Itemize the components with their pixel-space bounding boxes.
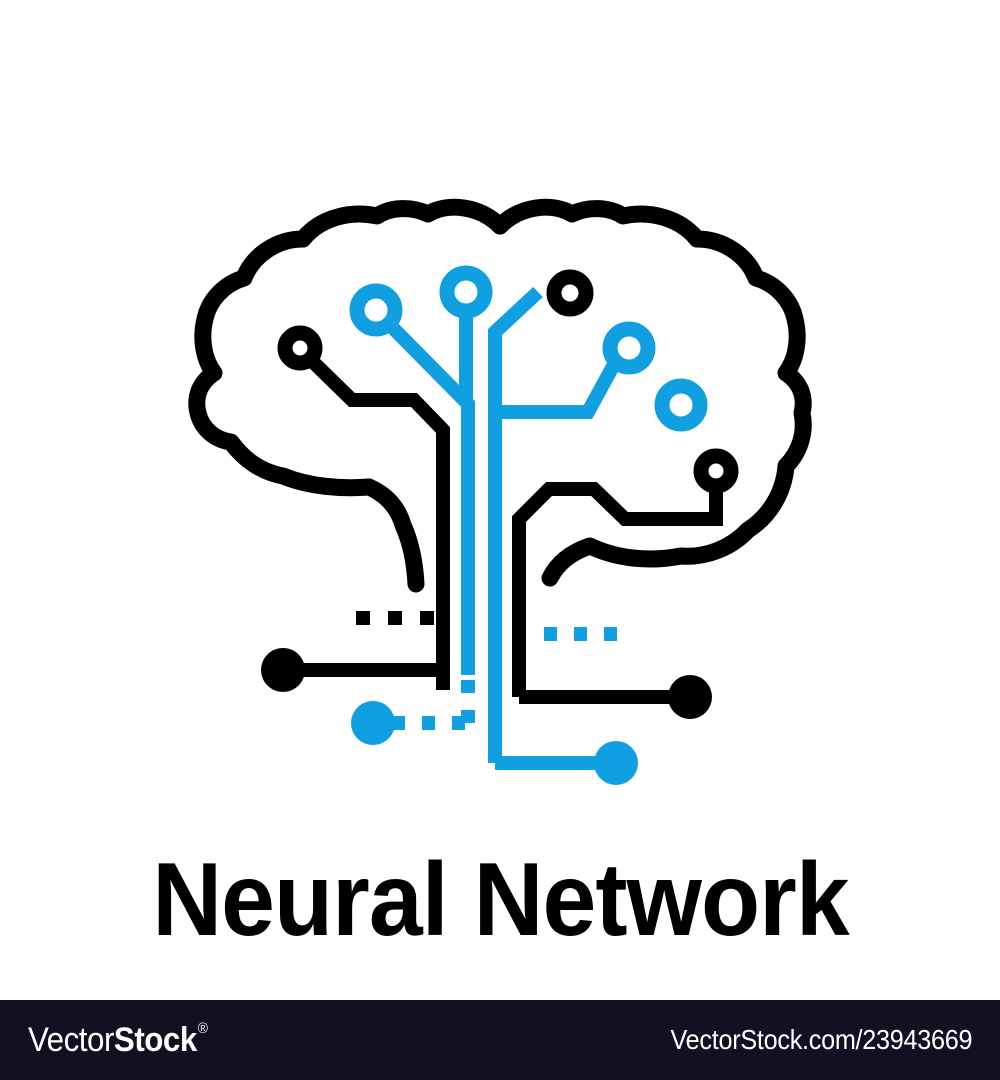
- node-ring-black-right: [693, 448, 739, 494]
- brand-suffix: Stock: [113, 1021, 197, 1059]
- node-ring-blue-b: [439, 265, 493, 319]
- blue-dashed-traces: [392, 627, 628, 735]
- node-rings-black: [277, 269, 739, 494]
- node-ring-blue-d: [654, 378, 708, 432]
- node-dot-blue-right: [594, 741, 638, 785]
- node-dot-blue-left: [351, 701, 395, 745]
- black-circuit-traces: [283, 354, 723, 704]
- node-dot-black-right: [668, 675, 712, 719]
- footer-url-text: VectorStock.com/23943669: [670, 1024, 972, 1055]
- brand-prefix: Vector: [28, 1021, 114, 1059]
- node-ring-black-left: [277, 325, 323, 371]
- node-dot-black-left: [261, 648, 305, 692]
- brain-circuit-illustration: [188, 198, 812, 785]
- node-ring-black-top: [546, 269, 594, 317]
- node-ring-blue-c: [602, 321, 656, 375]
- registered-trademark-icon: ®: [197, 1020, 208, 1037]
- node-rings-blue: [349, 265, 708, 432]
- neural-network-logo-artwork: [188, 198, 812, 785]
- node-dots: [261, 648, 712, 785]
- node-ring-blue-a: [349, 283, 403, 337]
- brain-outline-icon: [188, 198, 812, 593]
